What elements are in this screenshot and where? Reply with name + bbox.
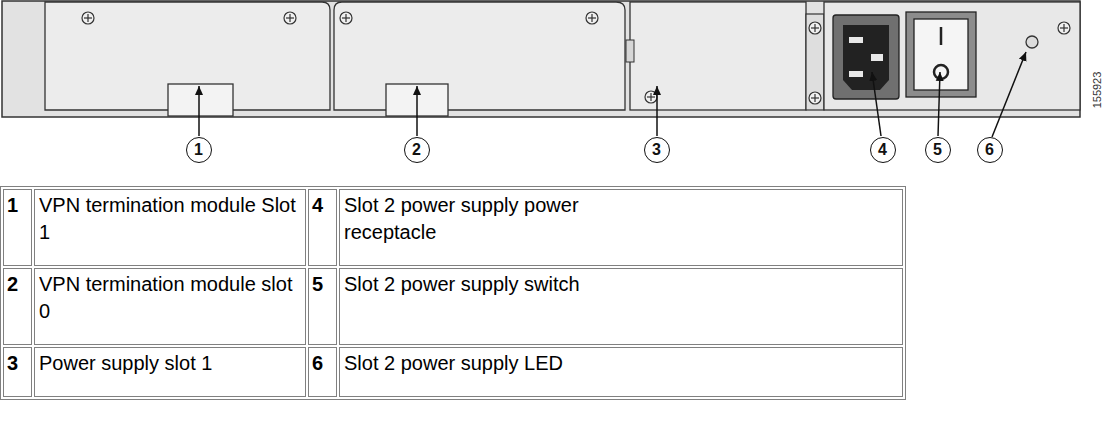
callout-circle: 1 [186,137,212,163]
table-cell: VPN termination module Slot 1 [34,189,306,266]
table-cell: 2 [3,268,32,345]
callout-description: Slot 2 power supply LED [344,350,563,377]
callout-number: 6 [985,141,994,159]
receptacle-socket [843,25,889,90]
callout-number: 3 [7,352,18,374]
figure-number: 155923 [1091,72,1103,109]
table-cell: 4 [308,189,337,266]
callout-number: 4 [878,141,887,159]
callout-number: 3 [652,141,661,159]
table-cell: 1 [3,189,32,266]
module-handle [168,84,233,116]
power-supply-face [824,2,1080,110]
table-cell: 5 [308,268,337,345]
table-row: 2 VPN termination module slot 0 5 Slot 2 po… [3,268,903,345]
callout-number: 2 [7,273,18,295]
chassis-rear-panel [0,0,1107,140]
callout-circle: 6 [977,137,1003,163]
callout-description: Slot 2 power supply power receptacle [344,192,644,246]
table-cell: Slot 2 power supply switch [339,268,903,345]
table-cell: 6 [308,347,337,397]
table-cell: 3 [3,347,32,397]
callout-number: 2 [412,141,421,159]
module-plate [334,2,625,110]
callout-number: 4 [312,194,323,216]
callout-description: Power supply slot 1 [39,352,212,374]
callout-number: 1 [7,194,18,216]
chassis [2,1,1080,117]
power-led [1026,36,1038,48]
callout-description: Slot 2 power supply switch [344,271,580,298]
callout-description: VPN termination module slot 0 [39,273,292,322]
callout-number: 6 [312,352,323,374]
table-row: 3 Power supply slot 1 6 Slot 2 power supply… [3,347,903,397]
callout-number: 5 [312,273,323,295]
table-row: 1 VPN termination module Slot 1 4 Slot 2 po… [3,189,903,266]
bracket [806,14,824,110]
table-cell: Slot 2 power supply power receptacle [339,189,903,266]
power-switch [906,12,976,97]
power-receptacle [833,15,899,99]
callout-circle: 5 [925,137,951,163]
callout-number: 5 [933,141,942,159]
callout-table: 1VPN termination module Slot 14Slot 2 po… [0,186,906,400]
callout-circle: 2 [404,137,430,163]
leader-lines [199,52,1026,137]
callout-number: 1 [194,141,203,159]
table-cell: Slot 2 power supply LED [339,347,903,397]
slot-tab [626,40,634,62]
table-cell: Power supply slot 1 [34,347,306,397]
switch-rocker [914,19,968,90]
table-cell: VPN termination module slot 0 [34,268,306,345]
callout-circle: 4 [870,137,896,163]
callout-description: VPN termination module Slot 1 [39,194,296,243]
callout-circle: 3 [644,137,670,163]
